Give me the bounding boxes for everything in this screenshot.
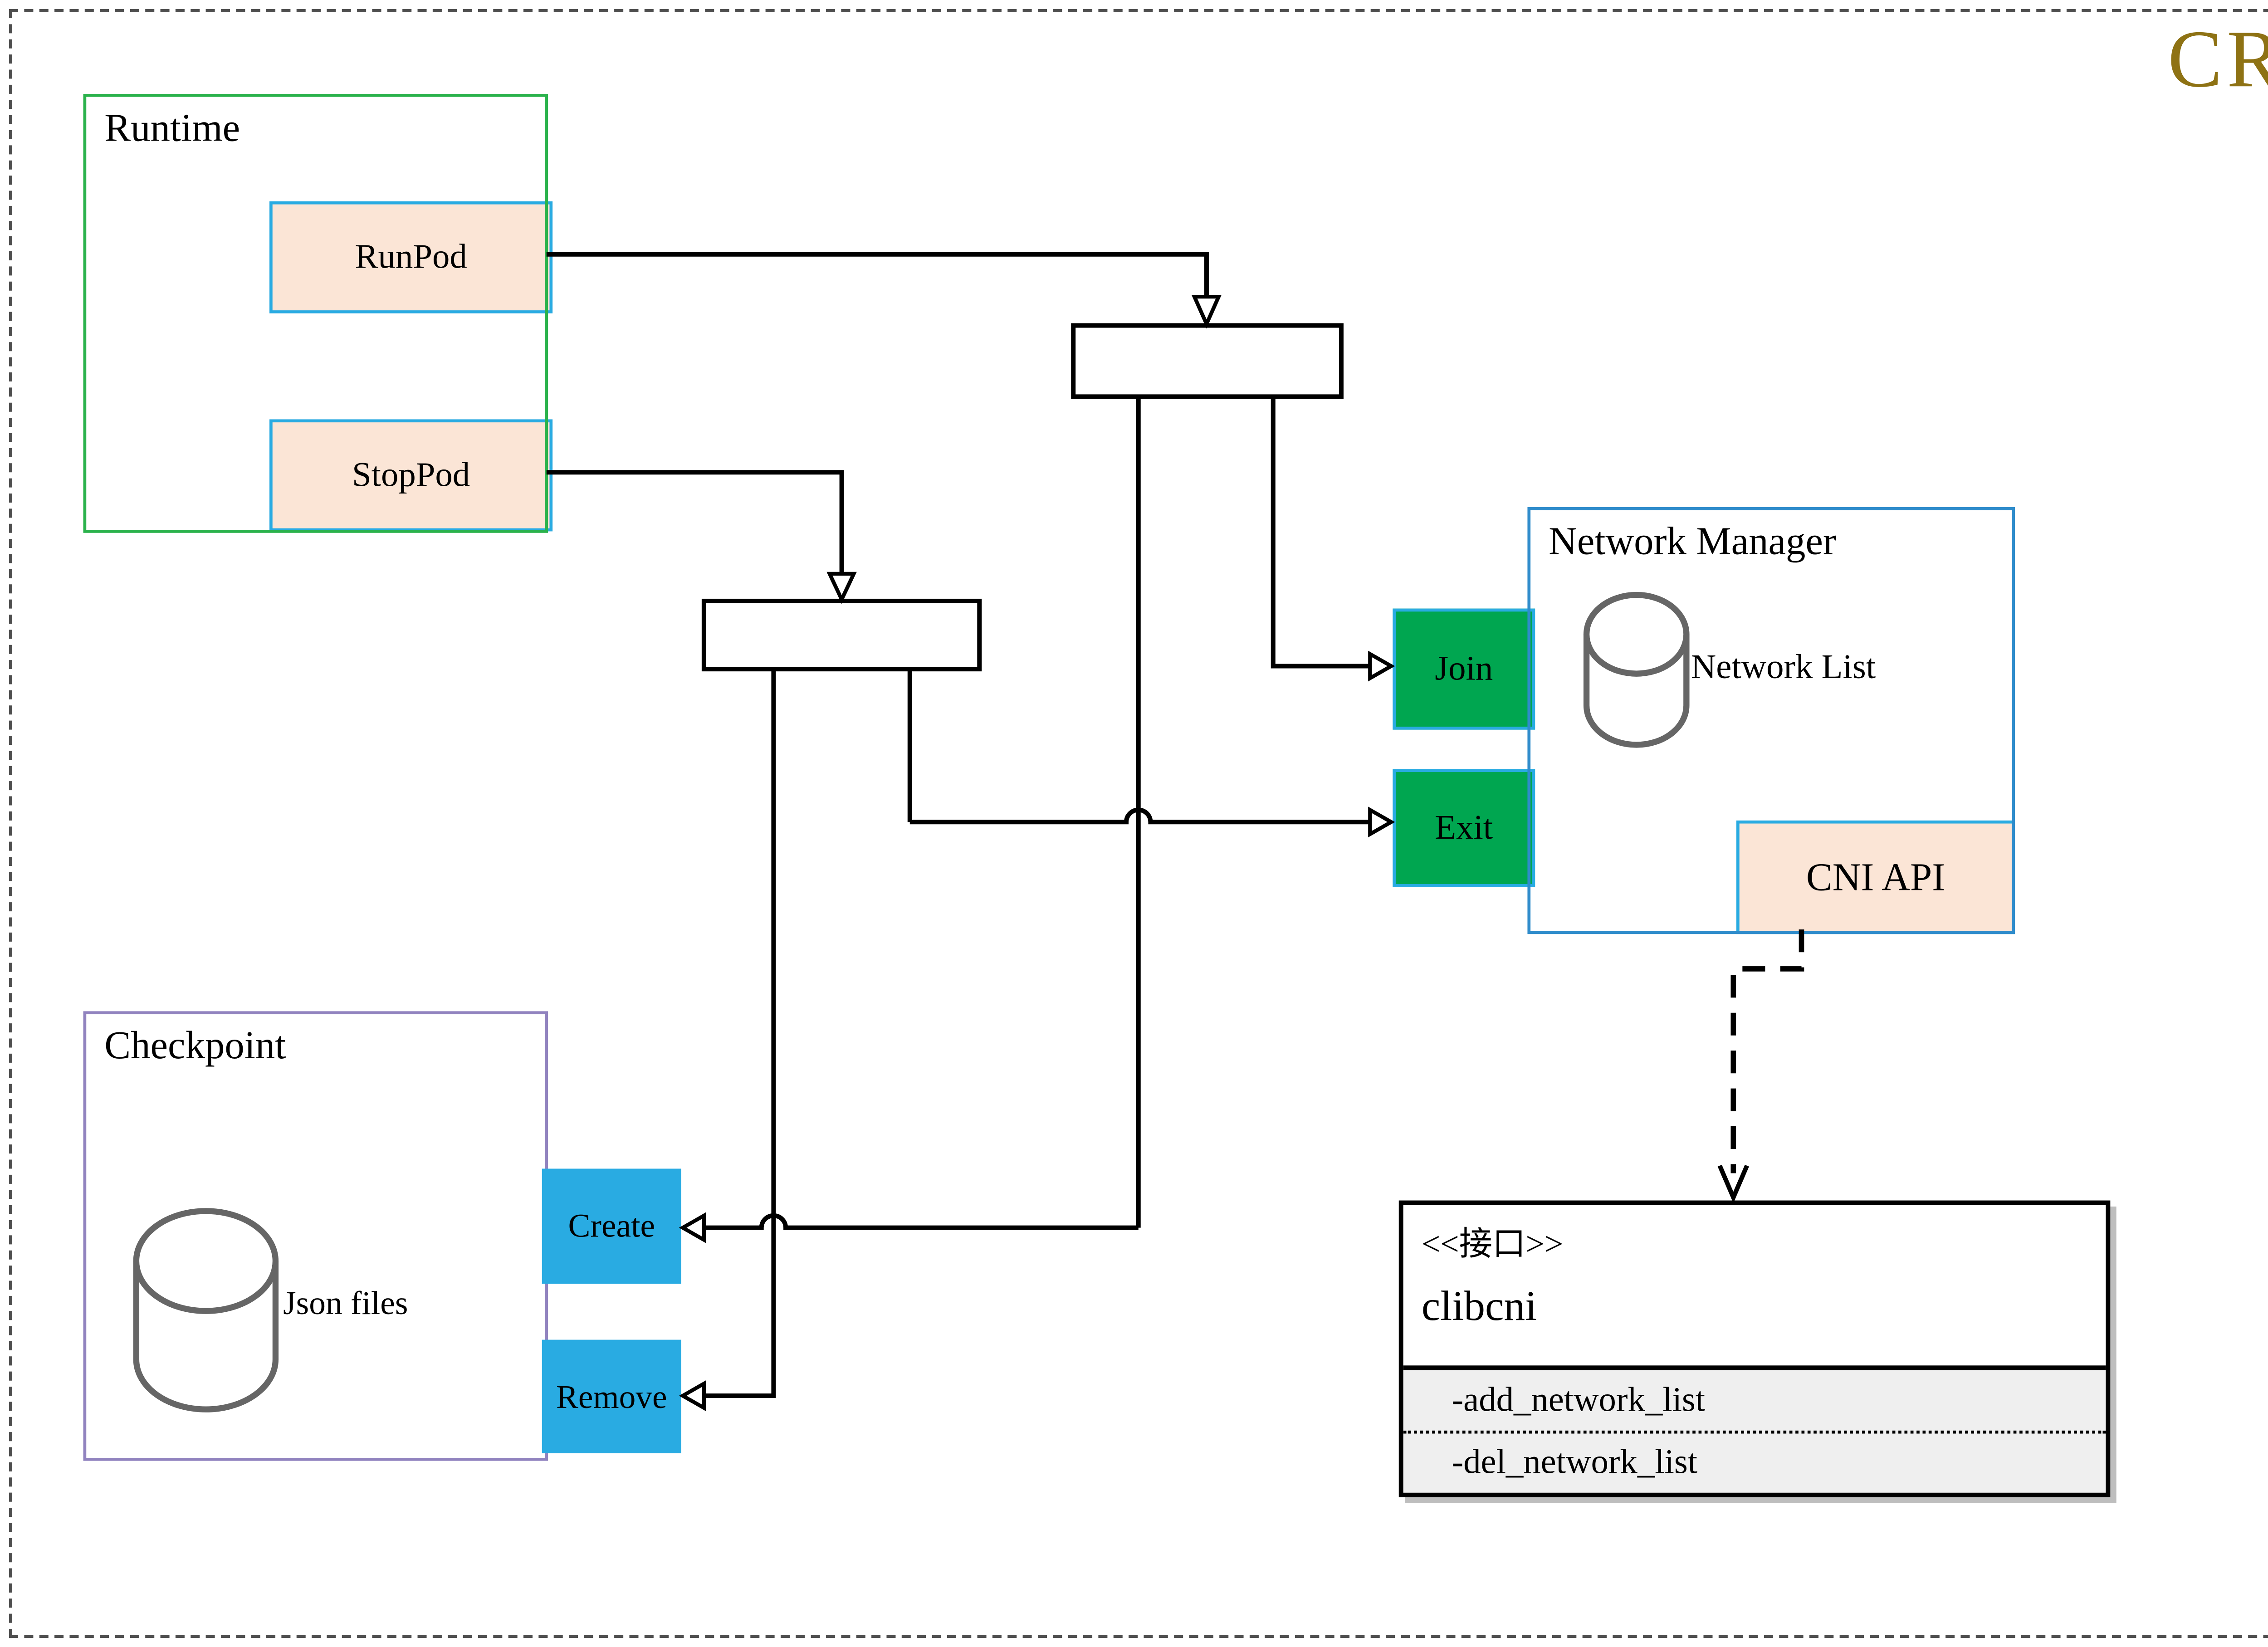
clibcni-methods-section: -add_network_list -del_network_list [1403, 1370, 2106, 1493]
clibcni-interface-box: <<接口>> clibcni -add_network_list -del_ne… [1398, 1200, 2111, 1497]
method-add-network-list: -add_network_list [1403, 1370, 2106, 1433]
cni-api-button[interactable]: CNI API [1736, 820, 2015, 934]
runpod-button[interactable]: RunPod [269, 201, 553, 313]
page-dashed-border [9, 9, 2268, 1638]
stoppod-button[interactable]: StopPod [269, 419, 553, 532]
interface-name: clibcni [1421, 1284, 1537, 1331]
exit-button[interactable]: Exit [1393, 769, 1535, 887]
create-button[interactable]: Create [542, 1168, 681, 1284]
json-files-label: Json files [283, 1284, 408, 1322]
network-list-label: Network List [1691, 648, 1876, 686]
cri-badge: CRI [2168, 14, 2268, 105]
interface-stereotype: <<接口>> [1421, 1224, 1564, 1263]
clibcni-header: <<接口>> clibcni [1403, 1205, 2106, 1370]
method-del-network-list: -del_network_list [1452, 1443, 1698, 1481]
remove-button[interactable]: Remove [542, 1339, 681, 1453]
join-button[interactable]: Join [1393, 608, 1535, 730]
